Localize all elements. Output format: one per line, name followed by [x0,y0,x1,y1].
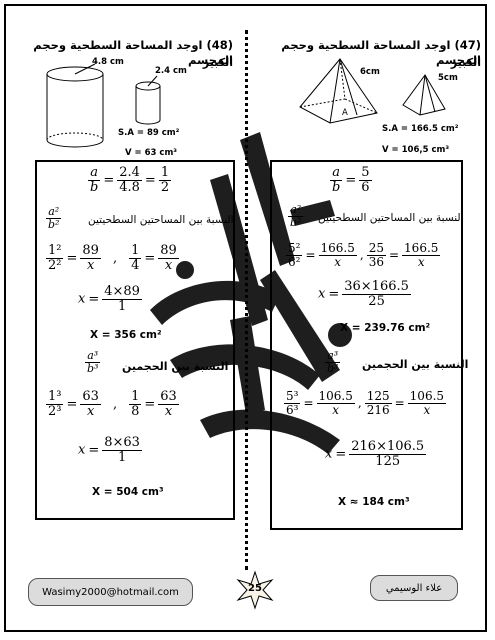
left-area-result: X = 356 cm² [90,329,162,341]
right-area-result: X = 239.76 cm² [340,322,431,334]
q48-subtitle: الكبير [202,56,233,69]
q47-volume: V = 106,5 cm³ [382,145,450,155]
q48-surface-area: S.A = 89 cm² [118,128,180,138]
right-area-label: النسبة بين المساحتين السطحيتين [318,212,464,224]
left-volume-result: X = 504 cm³ [92,486,164,498]
page-border [4,4,487,632]
q47-dim-big: 6cm [360,67,380,77]
right-volume-result: X ≈ 184 cm³ [338,496,410,508]
footer-author: علاء الوسيمي [370,575,458,601]
right-volume-label: النسبة بين الحجمين [362,358,469,371]
cylinder-figures [46,63,161,148]
q47-surface-area: S.A = 166.5 cm² [382,124,459,134]
q48-dim-small: 2.4 cm [155,66,187,76]
q48-title: (48) اوجد المساحة السطحية وحجم المجسم [33,38,233,67]
q47-dim-small: 5cm [438,73,458,83]
signature-watermark [150,132,352,454]
pyramid-figures [299,58,446,124]
page-number-star [236,570,274,610]
page-number: 25 [248,583,262,594]
q47-subtitle: الكبير [450,56,481,69]
q48-volume: V = 63 cm³ [125,148,178,158]
q47-title: (47) اوجد المساحة السطحية وحجم المجسم [281,38,481,67]
left-volume-label: النسبة بين الحجمين [122,360,229,373]
right-solution-box [270,160,463,530]
left-area-label: النسبة بين المساحتين السطحيتين [88,214,234,226]
q47-label-a: A [342,108,348,118]
q48-dim-big: 4.8 cm [92,57,124,67]
footer-email: Wasimy2000@hotmail.com [28,578,193,606]
left-solution-box [35,160,235,520]
